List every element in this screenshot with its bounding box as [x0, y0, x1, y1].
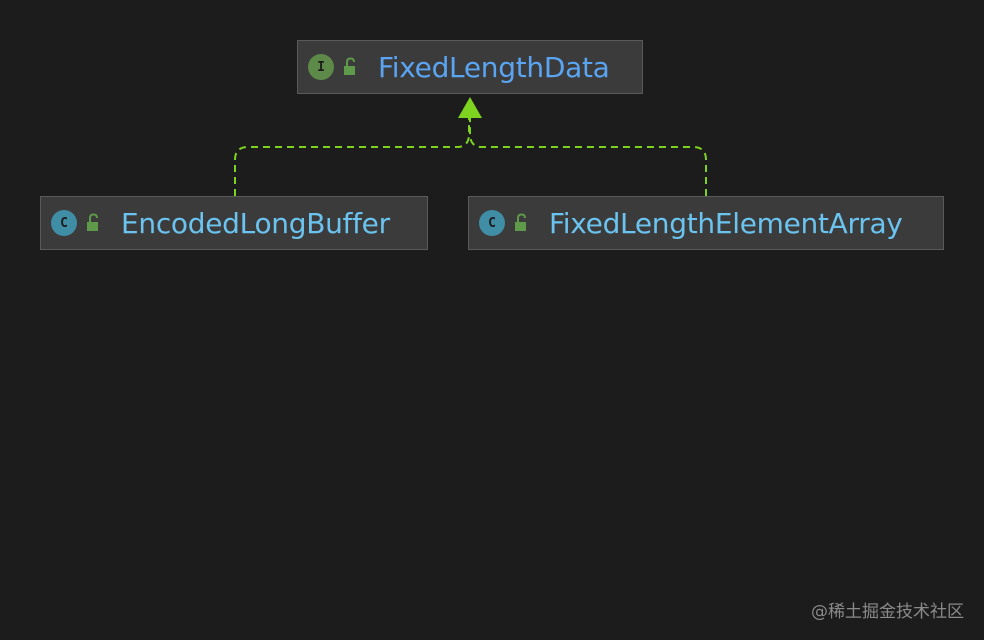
class-icon: C — [479, 210, 505, 236]
node-label: FixedLengthData — [378, 50, 610, 84]
node-label: FixedLengthElementArray — [549, 206, 903, 240]
node-encodedlongbuffer[interactable]: C EncodedLongBuffer — [40, 196, 428, 250]
edge-encodedlongbuffer-to-fixedlengthdata — [234, 118, 470, 196]
implements-arrowhead — [458, 97, 482, 118]
edge-fixedlengthelementarray-to-fixedlengthdata — [469, 118, 707, 196]
watermark: @稀土掘金技术社区 — [811, 602, 964, 622]
unlocked-icon — [87, 213, 98, 231]
node-label: EncodedLongBuffer — [121, 206, 390, 240]
node-fixedlengthelementarray[interactable]: C FixedLengthElementArray — [468, 196, 944, 250]
node-fixedlengthdata[interactable]: I FixedLengthData — [297, 40, 643, 94]
interface-icon: I — [308, 54, 334, 80]
unlocked-icon — [515, 213, 526, 231]
unlocked-icon — [344, 57, 355, 75]
class-icon: C — [51, 210, 77, 236]
